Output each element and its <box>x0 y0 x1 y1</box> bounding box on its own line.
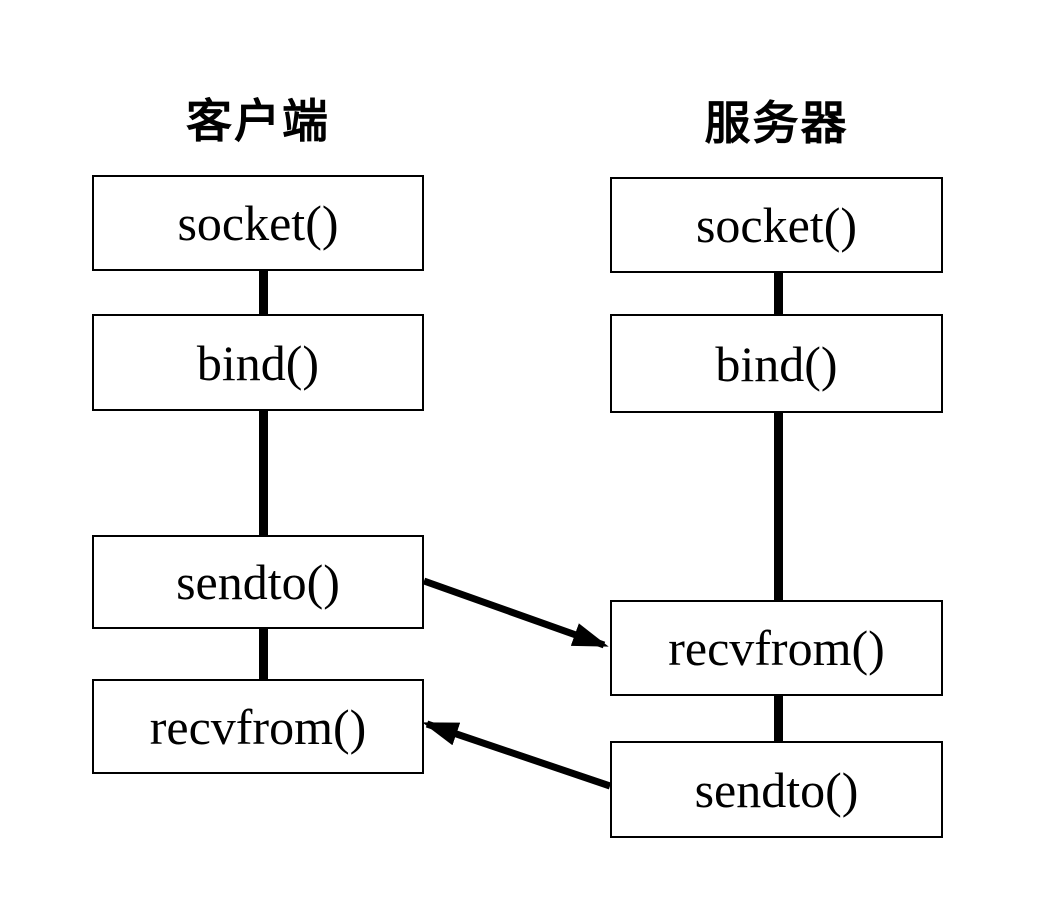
server-column-title: 服务器 <box>704 96 849 150</box>
server-sendto-label: sendto() <box>694 761 859 818</box>
client-bind-label: bind() <box>196 334 320 391</box>
server-socket-label: socket() <box>695 197 858 253</box>
client-socket-bind-connector <box>259 270 268 315</box>
server-socket-box: socket() <box>610 177 943 273</box>
server-bind-box: bind() <box>610 314 943 413</box>
client-bind-sendto-connector <box>259 410 268 536</box>
client-socket-label: socket() <box>177 195 339 251</box>
client-bind-box: bind() <box>92 314 424 411</box>
client-sendto-box: sendto() <box>92 535 424 629</box>
server-bind-recvfrom-connector <box>774 412 783 601</box>
request-arrow <box>422 577 609 649</box>
reply-arrow <box>422 720 612 790</box>
client-sendto-label: sendto() <box>176 554 340 610</box>
server-socket-bind-connector <box>774 272 783 315</box>
server-recvfrom-sendto-connector <box>774 695 783 742</box>
client-recvfrom-box: recvfrom() <box>92 679 424 774</box>
client-sendto-recvfrom-connector <box>259 628 268 680</box>
server-bind-label: bind() <box>715 335 838 392</box>
server-recvfrom-label: recvfrom() <box>668 620 885 676</box>
server-recvfrom-box: recvfrom() <box>610 600 943 696</box>
client-socket-box: socket() <box>92 175 424 271</box>
server-sendto-box: sendto() <box>610 741 943 838</box>
client-recvfrom-label: recvfrom() <box>149 698 367 755</box>
client-column-title: 客户端 <box>186 94 330 148</box>
